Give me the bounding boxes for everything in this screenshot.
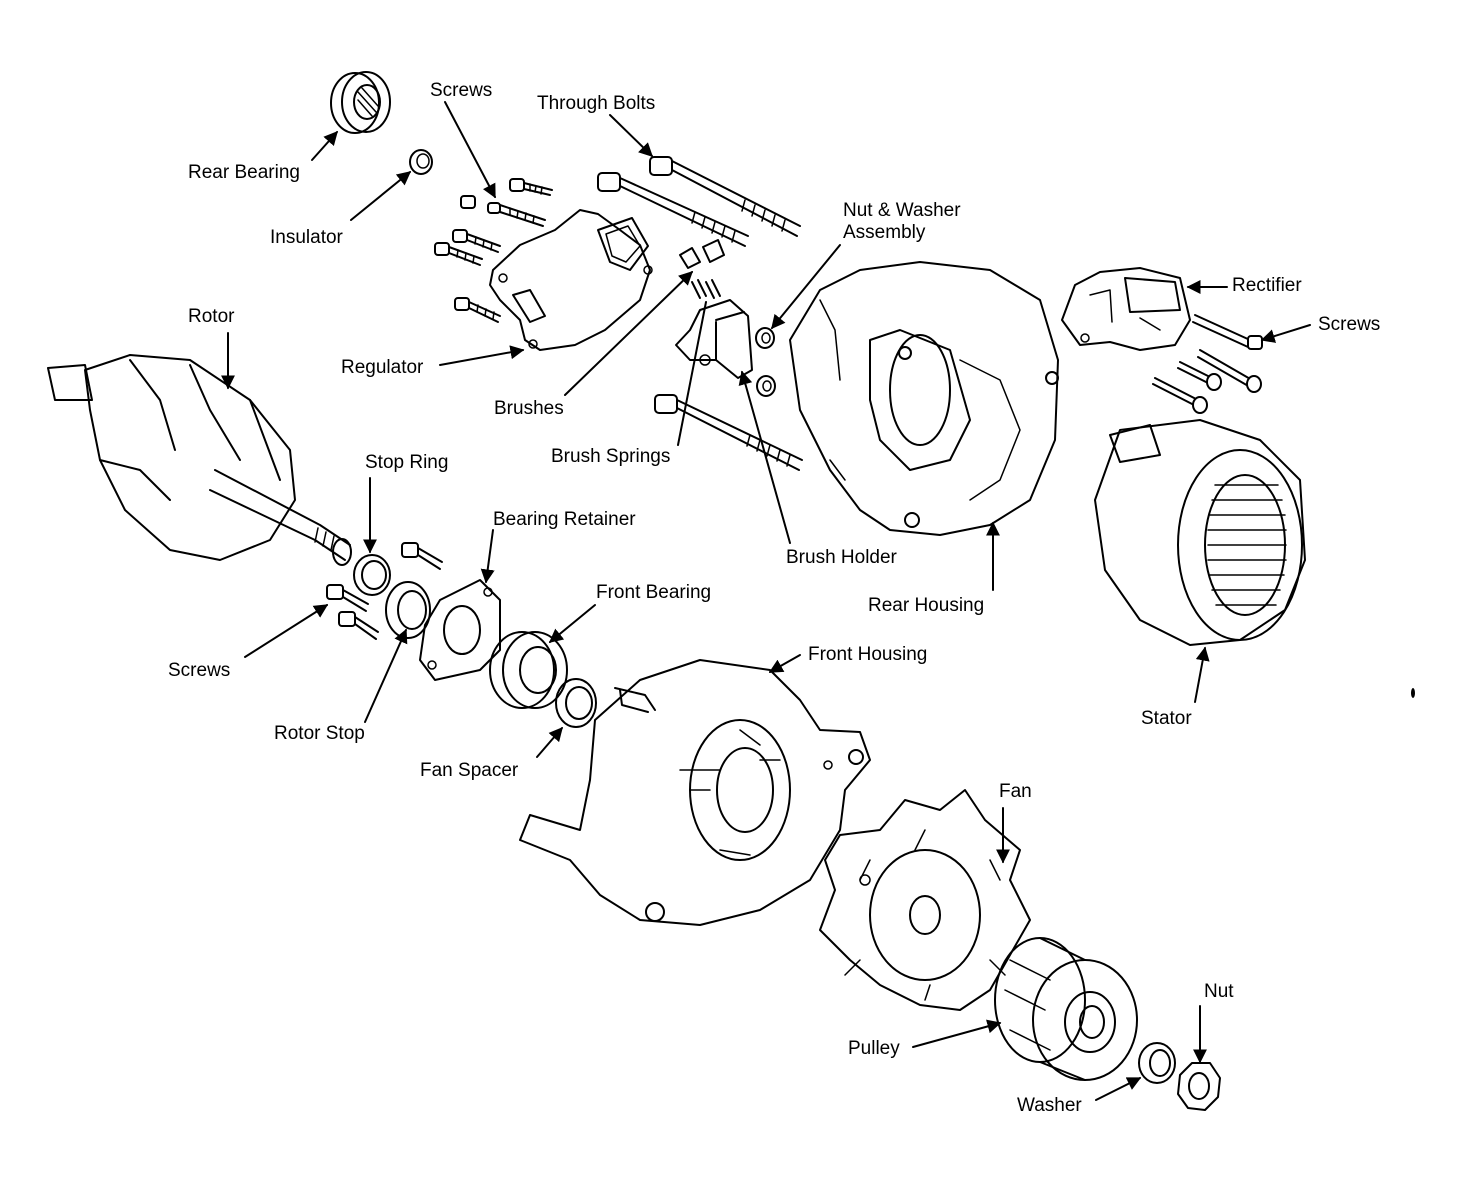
insulator-part [409,149,433,175]
front-bearing-part [489,631,568,709]
label-screws-left: Screws [168,660,230,681]
label-stator: Stator [1141,708,1192,729]
label-fan: Fan [999,781,1032,802]
label-rear-bearing: Rear Bearing [188,162,300,183]
nut-part [1177,1062,1221,1111]
bearing-retainer-screws [326,542,443,640]
label-nut-washer-line1: Nut & Washer [843,200,961,221]
rear-bearing-part [330,71,391,134]
washer-part [1138,1042,1176,1084]
brush-holder-part [675,239,753,379]
label-rectifier: Rectifier [1232,275,1302,296]
label-front-bearing: Front Bearing [596,582,711,603]
label-brush-springs: Brush Springs [551,446,670,467]
rear-housing-part [789,261,1059,536]
label-screws-top: Screws [430,80,492,101]
label-screws-right: Screws [1318,314,1380,335]
label-nut-washer-line2: Assembly [843,222,926,243]
rotor-stop-part [385,581,431,639]
leader-lines [221,101,1311,1101]
pulley-part [994,937,1138,1081]
label-fan-spacer: Fan Spacer [420,760,519,781]
label-through-bolts: Through Bolts [537,93,655,114]
label-stop-ring: Stop Ring [365,452,448,473]
label-rotor-stop: Rotor Stop [274,723,365,744]
bearing-retainer-part [419,579,501,681]
regulator-screws [434,178,553,323]
label-bearing-retainer: Bearing Retainer [493,509,636,530]
through-bolts-part [597,156,803,471]
fan-spacer-part [555,678,597,728]
stop-ring-part [353,554,391,596]
label-rotor: Rotor [188,306,235,327]
rectifier-screws [1152,314,1263,414]
rotor-part [47,354,352,566]
label-pulley: Pulley [848,1038,900,1059]
label-insulator: Insulator [270,227,344,248]
stator-part [1094,419,1306,646]
regulator-part [489,209,653,351]
label-washer: Washer [1017,1095,1082,1116]
nut-washer-assembly-part [755,327,776,397]
label-rear-housing: Rear Housing [868,595,984,616]
label-regulator: Regulator [341,357,424,378]
dot-mark [1411,688,1415,698]
label-brush-holder: Brush Holder [786,547,898,568]
rectifier-part [1061,267,1191,351]
front-housing-part [519,659,871,926]
label-brushes: Brushes [494,398,564,419]
label-nut: Nut [1204,981,1234,1002]
label-front-housing: Front Housing [808,644,927,665]
